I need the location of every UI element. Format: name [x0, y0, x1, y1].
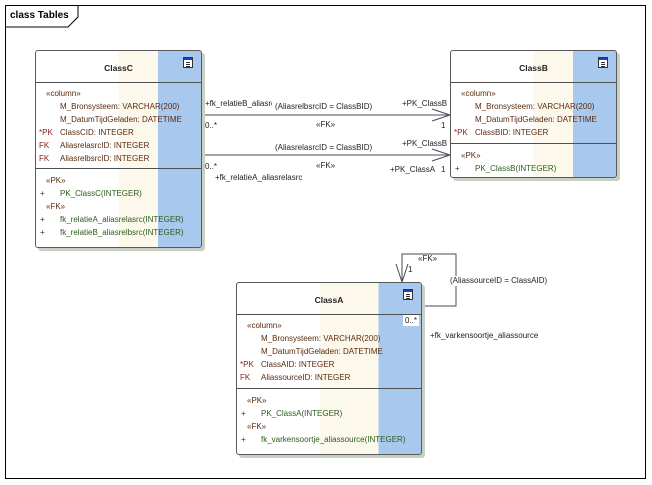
relA-target-role2: +PK_ClassA	[390, 165, 436, 174]
class-classB[interactable]: ClassB «column» M_Bronsysteem: VARCHAR(2…	[450, 50, 617, 178]
column-row[interactable]: M_DatumTijdGeladen: DATETIME	[60, 115, 182, 124]
stereotype-label: «PK»	[461, 151, 481, 160]
stereotype-label: «PK»	[247, 396, 267, 405]
class-classC[interactable]: ClassC «column» M_Bronsysteem: VARCHAR(2…	[35, 50, 202, 248]
relA-target-role: +PK_ClassB	[402, 139, 448, 148]
self-constraint: (AliassourceID = ClassAID)	[450, 276, 548, 286]
operation-row[interactable]: +PK_ClassA(INTEGER)	[241, 409, 343, 418]
relA-target-mult: 1	[441, 165, 446, 174]
columns-section: «column» M_Bronsysteem: VARCHAR(200) M_D…	[237, 315, 421, 388]
column-row[interactable]: M_Bronsysteem: VARCHAR(200)	[475, 102, 595, 111]
relA-stereotype: «FK»	[316, 161, 336, 170]
relB-source-role: +fk_relatieB_aliasrelbsrc	[205, 99, 272, 108]
operations-section: «PK» +PK_ClassC(INTEGER) «FK» +fk_relati…	[36, 168, 201, 239]
table-icon	[183, 57, 193, 68]
stereotype-label: «column»	[46, 89, 81, 98]
column-row[interactable]: M_DatumTijdGeladen: DATETIME	[261, 347, 383, 356]
relB-target-mult: 1	[441, 121, 446, 130]
column-row[interactable]: M_Bronsysteem: VARCHAR(200)	[60, 102, 180, 111]
class-title: ClassA	[237, 283, 421, 315]
stereotype-label: «FK»	[46, 202, 66, 211]
operation-row[interactable]: +fk_varkensoortje_aliassource(INTEGER)	[241, 435, 406, 444]
operation-row[interactable]: +PK_ClassC(INTEGER)	[40, 189, 142, 198]
table-icon	[598, 57, 608, 68]
frame-label: class Tables	[10, 10, 69, 21]
self-source-role: +fk_varkensoortje_aliassource	[430, 331, 539, 340]
self-target-mult: 1	[408, 265, 413, 274]
self-stereotype: «FK»	[418, 254, 438, 263]
operations-section: «PK» +PK_ClassB(INTEGER)	[451, 143, 616, 175]
stereotype-label: «column»	[247, 321, 282, 330]
class-title: ClassC	[36, 51, 201, 83]
stereotype-label: «PK»	[46, 176, 66, 185]
table-icon	[403, 289, 413, 300]
self-source-mult: 0..*	[402, 315, 419, 326]
columns-section: «column» M_Bronsysteem: VARCHAR(200) M_D…	[36, 83, 201, 168]
relB-source-mult: 0..*	[205, 121, 218, 130]
relA-constraint: (AliasrelasrcID = ClassBID)	[275, 143, 373, 152]
class-title: ClassB	[451, 51, 616, 83]
diagram-frame: class Tables	[5, 5, 646, 479]
column-row[interactable]: M_DatumTijdGeladen: DATETIME	[475, 115, 597, 124]
stereotype-label: «FK»	[247, 422, 267, 431]
columns-section: «column» M_Bronsysteem: VARCHAR(200) M_D…	[451, 83, 616, 143]
relB-target-role: +PK_ClassB	[402, 99, 448, 108]
operation-row[interactable]: +fk_relatieB_aliasrelbsrc(INTEGER)	[40, 228, 184, 237]
operation-row[interactable]: +fk_relatieA_aliasrelasrc(INTEGER)	[40, 215, 184, 224]
relA-source-role: +fk_relatieA_aliasrelasrc	[215, 173, 303, 182]
operation-row[interactable]: +PK_ClassB(INTEGER)	[455, 164, 557, 173]
relA-source-mult: 0..*	[205, 162, 218, 171]
class-classA[interactable]: ClassA 0..* «column» M_Bronsysteem: VARC…	[236, 282, 422, 455]
relB-stereotype: «FK»	[316, 120, 336, 129]
frame-tab	[6, 6, 79, 28]
operations-section: «PK» +PK_ClassA(INTEGER) «FK» +fk_varken…	[237, 388, 421, 446]
stereotype-label: «column»	[461, 89, 496, 98]
column-row[interactable]: M_Bronsysteem: VARCHAR(200)	[261, 334, 381, 343]
relB-constraint: (AliasrelbsrcID = ClassBID)	[275, 102, 373, 111]
